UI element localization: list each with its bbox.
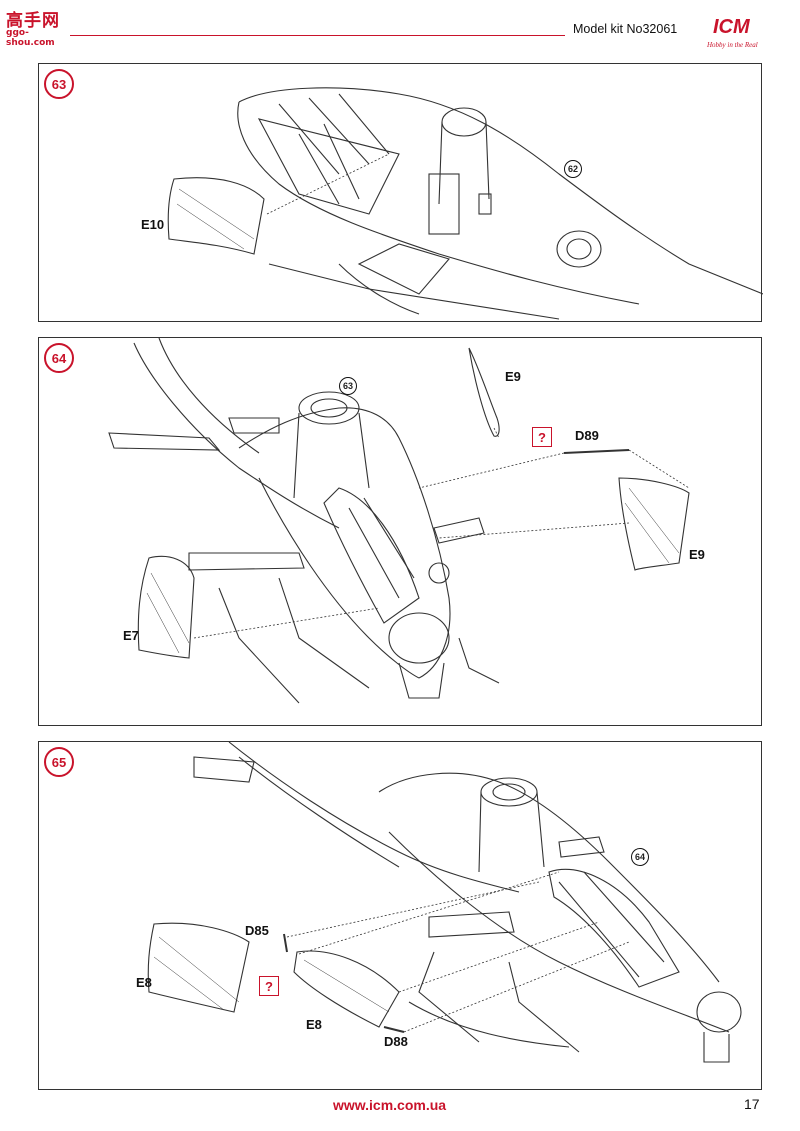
footer-website[interactable]: www.icm.com.ua [333, 1097, 447, 1113]
part-label: D88 [384, 1034, 408, 1049]
logo-text: ICM [713, 16, 750, 38]
step-63-panel: 63 62 E10 [38, 63, 763, 322]
step-65-panel: 65 64 D85 ? E8 E8 D88 [38, 741, 762, 1090]
logo-tagline: Hobby in the Real [707, 41, 758, 49]
step-64-panel: 64 63 E9 ? D89 E9 E7 [38, 337, 762, 726]
page-number: 17 [744, 1096, 760, 1112]
question-mark-badge: ? [532, 427, 552, 447]
watermark: 高手网 ggo-shou.com [6, 6, 70, 48]
step-65-drawing [147, 742, 742, 1063]
watermark-text: 高手网 [6, 11, 60, 31]
header-rule [70, 35, 565, 36]
part-label: E8 [306, 1017, 322, 1032]
icm-logo: ICM Hobby in the Real [703, 14, 765, 52]
reference-step-badge: 64 [631, 848, 649, 866]
step-63-drawing [167, 87, 763, 320]
step-number-badge: 65 [44, 747, 74, 777]
part-label: E9 [505, 369, 521, 384]
question-mark-badge: ? [259, 976, 279, 996]
step-number-badge: 63 [44, 69, 74, 99]
reference-step-badge: 63 [339, 377, 357, 395]
part-label: E7 [123, 628, 139, 643]
step-64-drawing [108, 338, 690, 704]
part-label: D85 [245, 923, 269, 938]
part-label: E9 [689, 547, 705, 562]
step-number-badge: 64 [44, 343, 74, 373]
watermark-url: ggo-shou.com [6, 28, 55, 48]
part-label: D89 [575, 428, 599, 443]
reference-step-badge: 62 [564, 160, 582, 178]
kit-number: Model kit No32061 [573, 22, 678, 36]
part-label: E8 [136, 975, 152, 990]
part-label: E10 [141, 217, 165, 232]
